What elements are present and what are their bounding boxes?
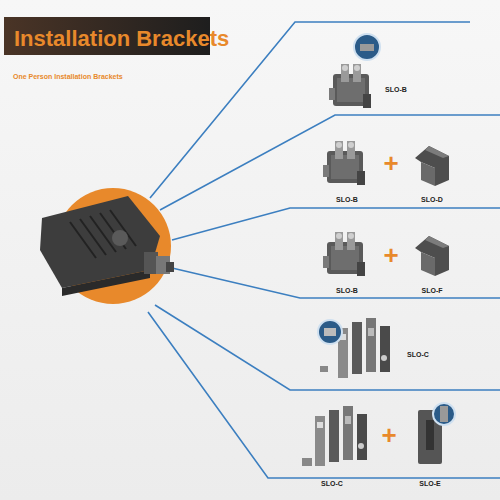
bracket [329, 64, 371, 108]
bracket [415, 236, 449, 276]
title: Installation Brackets [14, 27, 229, 51]
part-name: SLO-E [419, 480, 440, 488]
part-name: SLO-F [422, 287, 443, 295]
part-name: SLO-D [421, 196, 443, 204]
part-name: SLO-C [407, 351, 429, 359]
part-name: SLO-B [385, 86, 407, 94]
leader-lines [148, 22, 500, 478]
light-fixture [40, 196, 174, 296]
plus-sign: + [383, 241, 398, 270]
detail-callout [354, 34, 380, 60]
plus-sign: + [381, 421, 396, 450]
part-name: SLO-C [321, 480, 343, 488]
bracket [415, 146, 449, 186]
subtitle: One Person Installation Brackets [13, 73, 123, 81]
detail-callout [318, 320, 342, 344]
plus-sign: + [383, 149, 398, 178]
part-name: SLO-B [336, 287, 358, 295]
part-name: SLO-B [336, 196, 358, 204]
bracket [418, 403, 455, 464]
bracket [315, 406, 367, 466]
bracket [323, 141, 365, 185]
bracket [323, 232, 365, 276]
bracket [338, 318, 390, 378]
